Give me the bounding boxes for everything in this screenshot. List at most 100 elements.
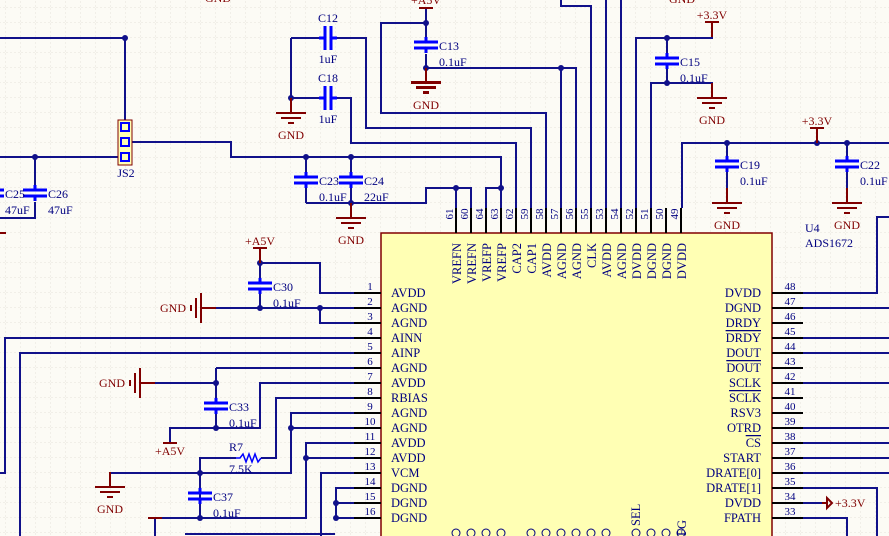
junction-dot <box>333 500 339 506</box>
pin-number: 38 <box>785 431 797 443</box>
pin-name: DGND <box>391 496 427 510</box>
connector-ref: JS2 <box>117 166 134 180</box>
capacitor-ref: C25 <box>5 187 25 201</box>
junction-dot <box>213 380 219 386</box>
capacitor-ref: C26 <box>48 187 68 201</box>
wire <box>260 262 354 294</box>
capacitor-ref: C30 <box>273 280 293 294</box>
ground-label: GND <box>714 218 740 232</box>
pin-number: 50 <box>654 208 666 220</box>
pin-marker <box>496 528 506 536</box>
pin-name: DVDD <box>675 243 689 279</box>
pin-name: DVDD <box>630 243 644 279</box>
pin-marker <box>631 528 641 536</box>
pin-name: AGND <box>391 406 427 420</box>
pin-name: FG <box>675 520 689 536</box>
chip-ref: U4 <box>805 221 820 235</box>
junction-dot <box>348 154 354 160</box>
pin-number: 3 <box>367 311 373 323</box>
pin-name: DRATE[1] <box>706 481 761 495</box>
ground-icon <box>697 83 727 109</box>
wire <box>155 442 354 519</box>
capacitor-ref: C12 <box>318 11 338 25</box>
wire <box>19 352 354 536</box>
pin-name: AINP <box>391 346 420 360</box>
pin-marker <box>526 528 536 536</box>
pin-name: DGND <box>391 481 427 495</box>
connector-pin <box>120 152 130 162</box>
pin-number: 9 <box>367 401 373 413</box>
pin-marker <box>661 528 671 536</box>
capacitor-value: 1uF <box>319 112 338 126</box>
ground-icon <box>712 188 742 214</box>
pin-name: AGND <box>391 421 427 435</box>
power-label: +A5V <box>411 0 441 7</box>
pin-name: VREFP <box>480 243 494 282</box>
pin-marker <box>451 528 461 536</box>
pin-name: DRDY <box>726 331 761 345</box>
ground-label: GND <box>699 113 725 127</box>
junction-dot <box>664 80 670 86</box>
capacitor-value: 0.1uF <box>740 174 768 188</box>
junction-dot <box>213 425 219 431</box>
pin-name: AGND <box>615 243 629 279</box>
pin-name: CAP1 <box>525 243 539 274</box>
pin-number: 58 <box>534 208 546 220</box>
connector-pin <box>120 122 130 132</box>
pin-name: CLK <box>585 243 599 268</box>
pin-number: 16 <box>365 506 377 518</box>
power-label: +A5V <box>155 444 185 458</box>
wire <box>306 187 472 208</box>
resistor-ref: R7 <box>229 440 243 454</box>
power-label: +3.3V <box>697 8 728 22</box>
junction-dot <box>257 305 263 311</box>
capacitor-ref: C13 <box>439 39 459 53</box>
ground-icon <box>190 293 216 323</box>
pin-number: 59 <box>519 208 531 220</box>
ground-label: GND <box>413 98 439 112</box>
ground-icon <box>95 472 125 498</box>
pin-name: AGND <box>391 361 427 375</box>
capacitor-ref: C19 <box>740 158 760 172</box>
pin-name: VCM <box>391 466 419 480</box>
chip-body <box>380 232 773 536</box>
pin-number: 37 <box>785 446 797 458</box>
wire <box>560 0 592 208</box>
junction-dot <box>303 154 309 160</box>
wire <box>319 308 354 324</box>
pin-number: 57 <box>549 208 561 220</box>
pin-name: DOUT <box>726 361 761 375</box>
pin-name: CS <box>746 436 761 450</box>
ground-label: GND <box>160 301 186 315</box>
junction-dot <box>333 515 339 521</box>
capacitor-ref: C33 <box>229 400 249 414</box>
capacitor-icon <box>0 188 4 198</box>
pin-name: AGND <box>391 316 427 330</box>
pin-marker <box>556 528 566 536</box>
power-icon <box>705 21 719 37</box>
pin-number: 14 <box>365 476 377 488</box>
pin-number: 44 <box>785 341 797 353</box>
pin-name: DRATE[0] <box>706 466 761 480</box>
junction-dot <box>423 20 429 26</box>
capacitor-ref: C18 <box>318 71 338 85</box>
pin-number: 15 <box>365 491 377 503</box>
pin-number: 2 <box>367 296 373 308</box>
pin-number: 49 <box>669 208 681 220</box>
wire <box>485 187 501 208</box>
pin-marker <box>586 528 596 536</box>
pin-number: 35 <box>785 476 797 488</box>
pin-number: 51 <box>639 209 651 220</box>
pin-name: VREFN <box>450 243 464 284</box>
pin-number: 36 <box>785 461 797 473</box>
pin-number: 6 <box>367 356 373 368</box>
wire <box>132 141 502 208</box>
pin-number: 55 <box>579 208 591 220</box>
pin-number: 5 <box>367 341 373 353</box>
pin-number: 7 <box>367 371 373 383</box>
wire <box>380 22 547 208</box>
junction-dot <box>32 154 38 160</box>
ground-label: GND <box>278 128 304 142</box>
pin-name: AVDD <box>391 436 426 450</box>
power-label: +A5V <box>245 234 275 248</box>
